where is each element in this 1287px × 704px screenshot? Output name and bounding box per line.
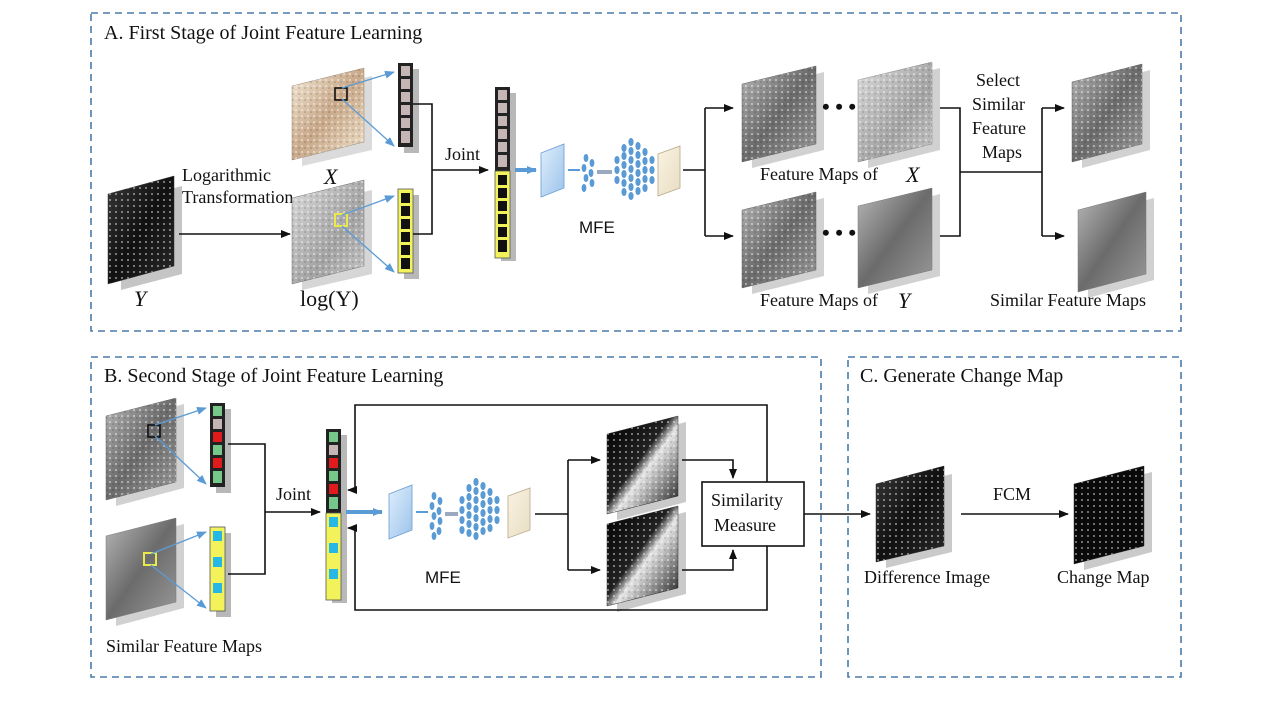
- y-symbol: Y: [134, 286, 149, 311]
- similar-maps-label-a: Similar Feature Maps: [990, 290, 1146, 310]
- feature-map-y-1: [741, 191, 824, 294]
- arrow-bpatch2-top: [150, 531, 207, 555]
- arrow-bpatch1-top: [154, 407, 207, 426]
- logy-feature-vector: [397, 188, 419, 279]
- x-symbol: X: [323, 164, 339, 189]
- difference-image: [875, 465, 952, 568]
- change-map-image: [1073, 465, 1152, 570]
- arrow-xpatch-top: [341, 70, 395, 89]
- difference-image-label: Difference Image: [864, 567, 990, 587]
- panel-c-title: C. Generate Change Map: [860, 365, 1063, 387]
- joint-label-b: Joint: [276, 484, 311, 504]
- feature-maps-x-symbol: X: [905, 162, 921, 187]
- feature-maps-x-label: Feature Maps of: [760, 164, 878, 184]
- feature-maps-y-symbol: Y: [898, 288, 913, 313]
- b-feature-vector-1: [210, 403, 231, 493]
- dots-x: • • •: [822, 94, 856, 119]
- similar-maps-label-b: Similar Feature Maps: [106, 636, 262, 656]
- panel-a-title: A. First Stage of Joint Feature Learning: [104, 22, 422, 44]
- b-patch-marker-2: [143, 552, 157, 566]
- b-output-map-1: [606, 415, 686, 520]
- arrow-logypatch-bot: [341, 225, 395, 273]
- arrow-logypatch-top: [341, 195, 395, 216]
- panel-b-border: [90, 356, 822, 678]
- fcm-label: FCM: [993, 484, 1031, 504]
- feature-map-x-1: [741, 65, 824, 168]
- similar-map-1: [1071, 63, 1150, 168]
- joint-feature-vector-b: [325, 429, 347, 603]
- feedback-loop-top: [347, 404, 768, 494]
- x-patch-marker: [334, 87, 348, 101]
- arrow-xpatch-bot: [341, 98, 395, 147]
- similarity-line2: Measure: [714, 515, 776, 535]
- log-transform-line2: Transformation: [182, 187, 293, 207]
- joint-feature-vector-a: [494, 87, 516, 261]
- panel-a-border: [90, 12, 1182, 332]
- panel-c-border: [847, 356, 1182, 678]
- select-line1: Select: [976, 70, 1020, 90]
- b-output-map-2: [606, 505, 686, 612]
- arrow-bmap2-to-sim: [682, 549, 737, 571]
- feature-map-x-n: [857, 61, 940, 168]
- select-line3: Feature: [972, 118, 1026, 138]
- mfe-block-b: [346, 478, 531, 540]
- similarity-measure-box: [701, 481, 805, 547]
- select-line2: Similar: [972, 94, 1025, 114]
- b-patch-marker-1: [147, 424, 161, 438]
- feedback-loop-bottom: [347, 524, 768, 611]
- mfe-label-b: MFE: [425, 568, 461, 587]
- joint-connector-a: [413, 103, 433, 235]
- arrow-bpatch1-bot: [154, 435, 207, 485]
- log-transform-line1: Logarithmic: [182, 165, 271, 185]
- similar-map-2: [1077, 191, 1154, 298]
- dots-y: • • •: [822, 220, 856, 245]
- mfe-block-a: [515, 138, 681, 200]
- y-image: [107, 175, 182, 290]
- feature-maps-y-label: Feature Maps of: [760, 290, 878, 310]
- change-map-label: Change Map: [1057, 567, 1149, 587]
- arrow-bmap1-to-sim: [682, 459, 737, 479]
- mfe-label-a: MFE: [579, 218, 615, 237]
- b-feature-vector-2: [209, 526, 231, 617]
- x-feature-vector: [398, 63, 419, 153]
- select-connector: [940, 107, 961, 237]
- similar-input-map-2: [105, 517, 184, 626]
- select-line4: Maps: [982, 142, 1022, 162]
- feature-map-y-n: [857, 187, 940, 294]
- arrow-bpatch2-bot: [150, 564, 207, 609]
- logy-patch-marker: [334, 213, 348, 227]
- joint-label-a: Joint: [445, 144, 480, 164]
- x-image: [291, 67, 372, 166]
- panel-b-title: B. Second Stage of Joint Feature Learnin…: [104, 365, 443, 387]
- similarity-line1: Similarity: [711, 490, 783, 510]
- logy-image: [291, 179, 372, 290]
- joint-connector-b: [228, 443, 266, 575]
- logy-label: log(Y): [300, 286, 359, 311]
